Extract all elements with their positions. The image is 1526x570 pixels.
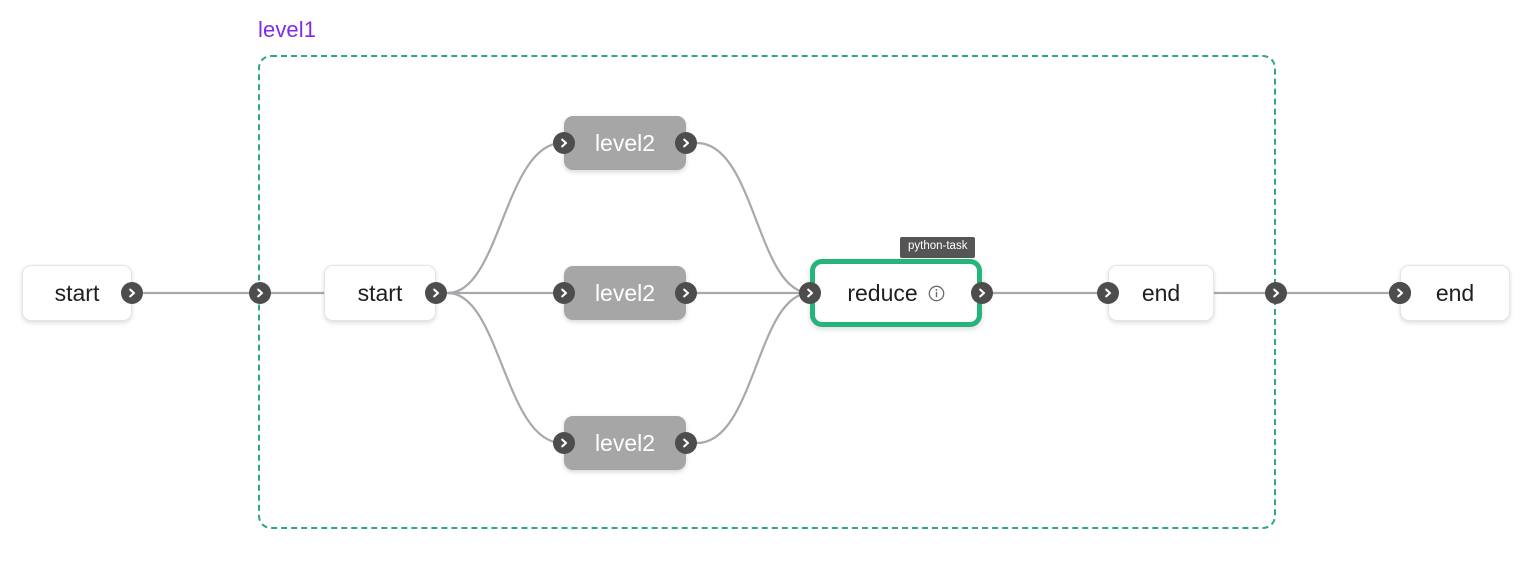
node-outer-end[interactable]: end	[1400, 265, 1510, 321]
handle-right-level2-top[interactable]	[675, 132, 697, 154]
node-label-level2-mid: level2	[594, 279, 656, 306]
handle-left-inner-end[interactable]	[1097, 282, 1119, 304]
node-inner-end[interactable]: end	[1108, 265, 1214, 321]
node-level2-mid[interactable]: level2	[564, 266, 686, 320]
handle-left-level2-top[interactable]	[553, 132, 575, 154]
tooltip-badge-reduce: python-task	[900, 237, 976, 258]
node-label-outer-end: end	[1435, 279, 1475, 306]
node-level2-top[interactable]: level2	[564, 116, 686, 170]
handle-right-reduce[interactable]	[971, 282, 993, 304]
handle-right-level2-bottom[interactable]	[675, 432, 697, 454]
node-label-outer-start: start	[54, 279, 100, 306]
group-input-handle[interactable]	[1265, 282, 1287, 304]
handle-left-level2-bottom[interactable]	[553, 432, 575, 454]
info-icon[interactable]	[928, 285, 945, 302]
node-outer-start[interactable]: start	[22, 265, 132, 321]
handle-right-inner-start[interactable]	[425, 282, 447, 304]
node-label-level2-top: level2	[594, 129, 656, 156]
handle-right-level2-mid[interactable]	[675, 282, 697, 304]
group-output-handle[interactable]	[1389, 282, 1411, 304]
handle-left-level2-mid[interactable]	[553, 282, 575, 304]
handle-right-outer-start[interactable]	[121, 282, 143, 304]
group-left-handle[interactable]	[249, 282, 271, 304]
handle-left-reduce[interactable]	[799, 282, 821, 304]
node-label-reduce: reduce	[847, 279, 918, 306]
node-label-inner-end: end	[1141, 279, 1181, 306]
node-level2-bottom[interactable]: level2	[564, 416, 686, 470]
group-label-level1: level1	[258, 17, 317, 42]
node-inner-start[interactable]: start	[324, 265, 436, 321]
node-label-level2-bottom: level2	[594, 429, 656, 456]
node-reduce[interactable]: reduce	[810, 259, 982, 327]
node-label-inner-start: start	[357, 279, 403, 306]
